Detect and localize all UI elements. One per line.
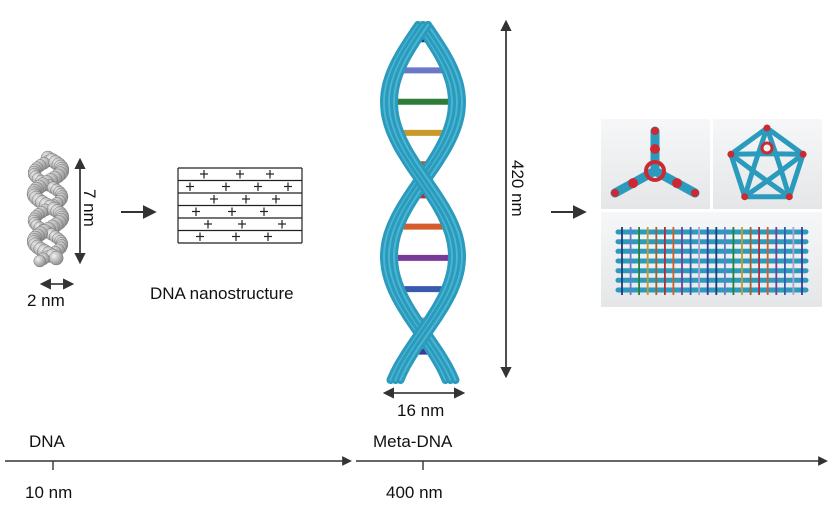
scale-name-meta-dna: Meta-DNA (373, 432, 453, 451)
nanostructure-label: DNA nanostructure (150, 284, 294, 303)
scale-tick-label-400nm: 400 nm (386, 483, 443, 502)
dna-width-label: 2 nm (27, 291, 65, 310)
meta-dna-width-label: 16 nm (397, 401, 445, 420)
scale-name-dna: DNA (29, 432, 65, 451)
scale-tick-label-10nm: 10 nm (25, 483, 73, 502)
tube-structure-panel (601, 212, 822, 307)
tripod-structure-panel (601, 119, 710, 209)
nanostructure-drawing (177, 167, 303, 244)
icosahedron-structure-panel (713, 119, 822, 209)
meta-dna-height-label: 420 nm (508, 160, 527, 217)
dna-height-label: 7 nm (80, 189, 99, 227)
dna-molecule-image (26, 150, 70, 268)
meta-dna-helix (379, 21, 467, 384)
